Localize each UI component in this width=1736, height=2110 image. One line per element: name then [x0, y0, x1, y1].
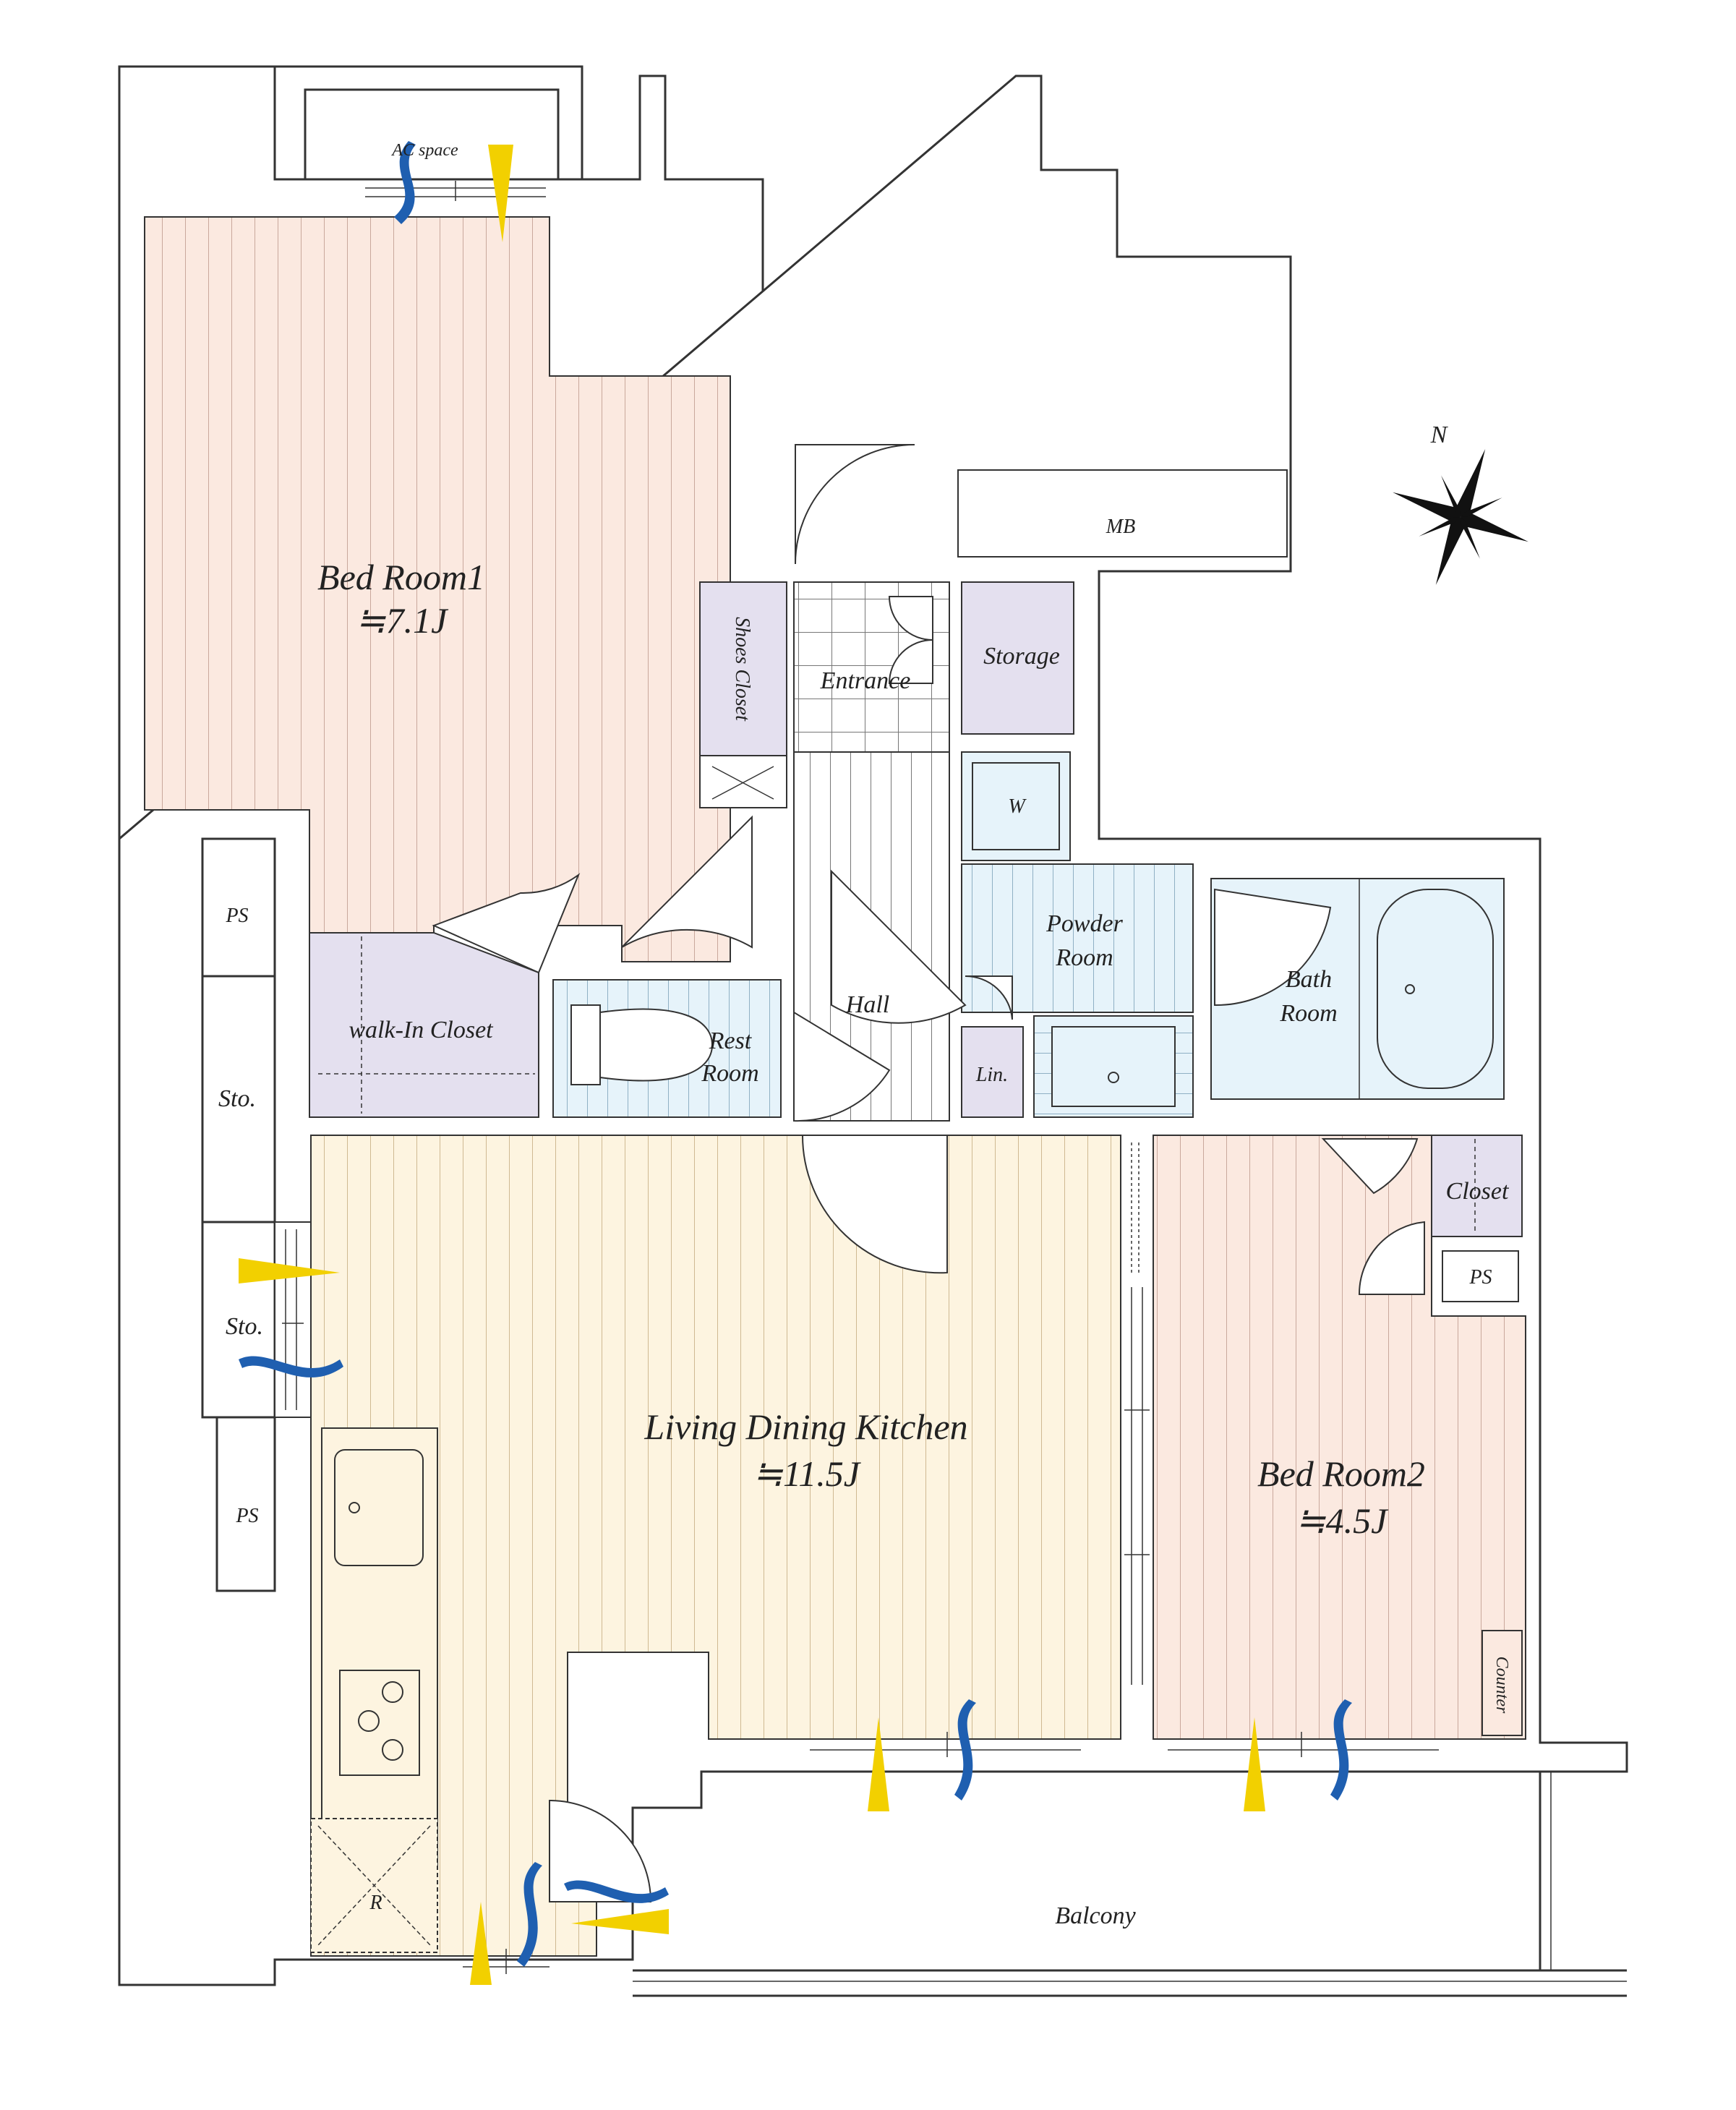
closet-br2 — [1431, 1135, 1523, 1237]
washer-label: W — [1008, 795, 1027, 818]
counter-label: Counter — [1492, 1657, 1511, 1714]
ps-label-br2: PS — [1468, 1266, 1492, 1289]
ps-label-1: PS — [225, 905, 248, 927]
washer-space — [961, 751, 1071, 861]
toilet-icon — [570, 1004, 714, 1085]
entrance-label: Entrance — [820, 667, 911, 694]
linen-closet — [961, 1026, 1024, 1118]
balcony-label: Balcony — [1055, 1902, 1136, 1929]
rest-room-label-2: Room — [701, 1060, 758, 1087]
refrigerator-label: R — [369, 1892, 382, 1914]
storage-label: Storage — [983, 643, 1060, 670]
compass-north-label: N — [1430, 422, 1449, 448]
stove-cooktop — [339, 1670, 420, 1776]
shoes-closet-label: Shoes Closet — [731, 617, 753, 722]
left-utility-column — [201, 837, 312, 1592]
sto-label-1: Sto. — [218, 1085, 256, 1112]
ps-label-2: PS — [235, 1505, 258, 1527]
shoes-closet — [699, 581, 787, 756]
linen-label: Lin. — [975, 1064, 1008, 1086]
ldk-name: Living Dining Kitchen — [643, 1406, 967, 1447]
shaft-box — [699, 755, 787, 808]
ac-space-label: AC space — [390, 141, 458, 160]
powder-room-label-1: Powder — [1046, 910, 1124, 937]
meter-box — [957, 469, 1288, 558]
bath-room-label-2: Room — [1279, 1000, 1337, 1027]
bedroom1-name: Bed Room1 — [317, 557, 485, 597]
compass-rose — [1393, 449, 1528, 585]
airflow-markers — [239, 141, 1352, 1967]
bedroom2-name: Bed Room2 — [1257, 1453, 1425, 1494]
walk-in-closet-floor — [309, 932, 539, 1118]
bathtub-icon — [1377, 889, 1494, 1089]
mb-label: MB — [1106, 516, 1135, 538]
doors — [432, 444, 1425, 1902]
sunlight-markers — [239, 145, 1265, 1985]
walk-in-closet-label: walk-In Closet — [349, 1017, 494, 1043]
kitchen-sink — [334, 1449, 424, 1566]
windows — [282, 179, 1439, 1974]
bedroom1-size: ≒7.1J — [356, 600, 449, 641]
ldk-size: ≒11.5J — [753, 1453, 862, 1494]
bedroom2-size: ≒4.5J — [1296, 1500, 1389, 1541]
bedroom1-floor — [144, 216, 731, 962]
balcony-area — [633, 1772, 1627, 1997]
closet-label: Closet — [1446, 1178, 1510, 1205]
powder-room-label-2: Room — [1055, 944, 1113, 971]
powder-room-floor — [961, 863, 1194, 1013]
hall-label: Hall — [845, 991, 889, 1018]
ps-br2 — [1442, 1250, 1519, 1302]
rest-room-label-1: Rest — [709, 1028, 753, 1054]
counter-br2 — [1481, 1630, 1523, 1736]
storage — [961, 581, 1074, 735]
bath-room-label-1: Bath — [1286, 966, 1332, 993]
sto-label-2: Sto. — [226, 1313, 263, 1340]
